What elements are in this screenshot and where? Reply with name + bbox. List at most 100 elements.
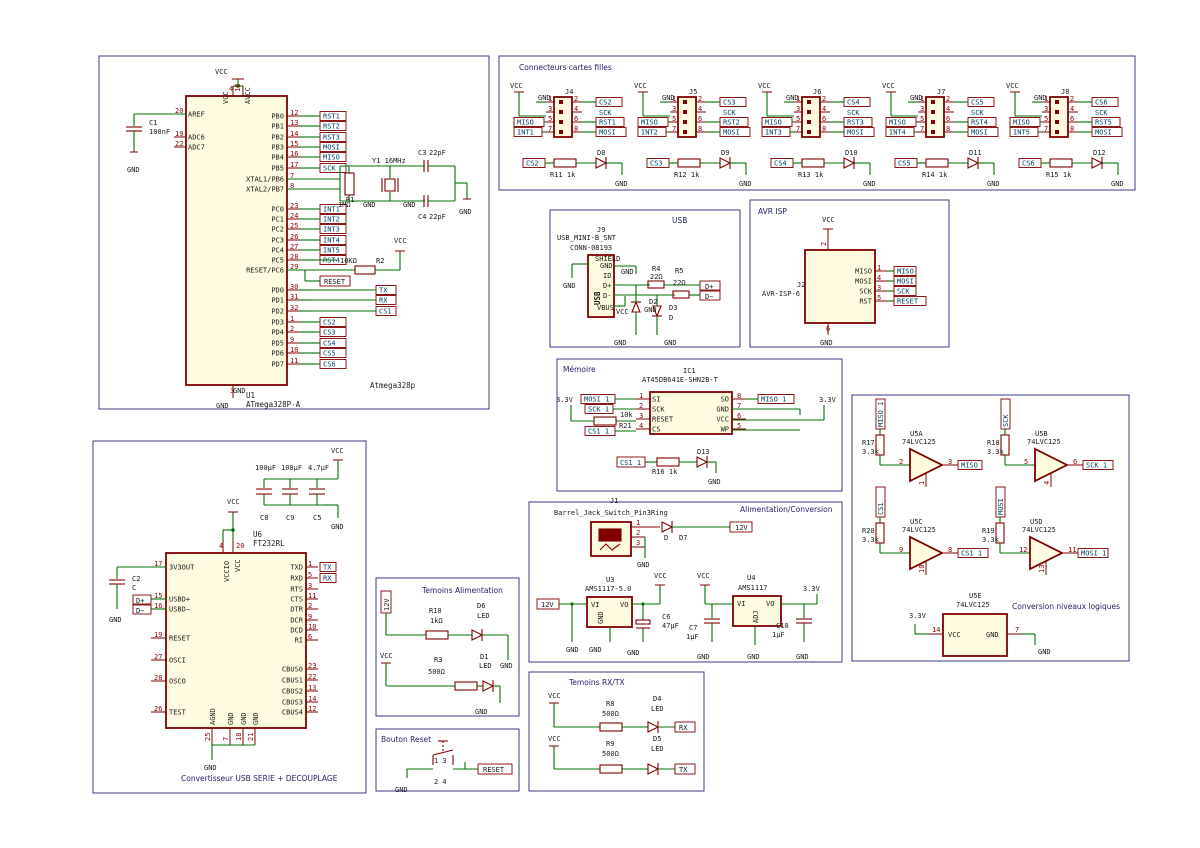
svg-text:6: 6 [946, 115, 950, 123]
svg-text:GND: GND [204, 764, 217, 772]
svg-text:10: 10 [918, 565, 926, 573]
svg-text:5: 5 [920, 115, 924, 123]
mcu-pin-name: PB4 [271, 154, 284, 162]
connector-ref: J5 [689, 88, 697, 96]
usb-title: USB [672, 216, 687, 225]
svg-text:7: 7 [290, 172, 294, 180]
net-rst: RST4 [971, 119, 988, 127]
svg-text:28: 28 [154, 674, 162, 682]
svg-text:GND: GND [637, 561, 650, 569]
svg-text:R3: R3 [434, 656, 442, 664]
svg-text:U5B: U5B [1035, 430, 1048, 438]
ftdi-pin-name: DCD [290, 627, 303, 635]
svg-text:R18: R18 [987, 439, 1000, 447]
net-int2: INT2 [323, 216, 340, 224]
svg-text:3: 3 [877, 284, 881, 292]
svg-text:GND: GND [863, 180, 876, 188]
net-cs3: CS3 [323, 329, 336, 337]
svg-text:D7: D7 [679, 534, 687, 542]
net-mosi: MOSI [1095, 129, 1112, 137]
svg-text:9: 9 [899, 546, 903, 554]
svg-text:J9: J9 [597, 226, 605, 234]
svg-text:7: 7 [737, 402, 741, 410]
svg-text:3: 3 [639, 412, 643, 420]
ftdi-pin-name: CBUS2 [282, 688, 303, 696]
net-sck_1: SCK_1 [1086, 462, 1107, 470]
svg-text:14: 14 [290, 130, 298, 138]
svg-text:R21: R21 [619, 422, 632, 430]
svg-text:VI: VI [591, 601, 599, 609]
svg-text:GND: GND [615, 180, 628, 188]
mcu-pin-name: ADC6 [188, 134, 205, 142]
net-cs4: CS4 [323, 340, 336, 348]
usb-frame [549, 209, 741, 348]
svg-text:18: 18 [234, 84, 242, 92]
svg-text:VCC: VCC [234, 559, 242, 572]
reset-button-sw[interactable]: GND 1 3 2 4 RESET [395, 740, 513, 794]
net-cs: CS3 [723, 99, 736, 107]
svg-text:GND: GND [987, 180, 1000, 188]
net-cs: CS6 [1095, 99, 1108, 107]
isp-frame [749, 199, 950, 348]
svg-text:29: 29 [290, 263, 298, 271]
svg-text:1: 1 [1044, 95, 1048, 103]
svg-text:GND: GND [614, 339, 627, 347]
connector-ref: J6 [813, 88, 821, 96]
svg-text:8: 8 [822, 125, 826, 133]
svg-text:17: 17 [154, 560, 162, 568]
connectors-title: Connecteurs cartes filles [519, 63, 612, 72]
svg-text:GND: GND [986, 631, 999, 639]
svg-text:10KΩ: 10KΩ [340, 257, 357, 265]
svg-text:VCC: VCC [616, 308, 629, 316]
net-rx: RX [323, 575, 332, 583]
svg-text:7: 7 [1015, 626, 1019, 634]
mcu-pin-name: PC1 [271, 216, 284, 224]
svg-text:74LVC125: 74LVC125 [902, 526, 936, 534]
level-frame [851, 394, 1130, 662]
svg-text:5: 5 [308, 571, 312, 579]
svg-text:12: 12 [308, 705, 316, 713]
net-cs: CS2 [599, 99, 612, 107]
svg-text:8: 8 [737, 392, 741, 400]
svg-text:GND: GND [589, 646, 602, 654]
mcu-pin-name: PD2 [271, 308, 284, 316]
svg-text:C5: C5 [313, 514, 321, 522]
svg-text:3: 3 [948, 458, 952, 466]
svg-text:8: 8 [946, 125, 950, 133]
svg-text:22pF: 22pF [429, 149, 446, 157]
mcu-pin-name: PB2 [271, 134, 284, 142]
svg-text:CS1: CS1 [877, 502, 885, 515]
mcu-pin-name: XTAL2/PB7 [246, 186, 284, 194]
mcu-pin-name: PD3 [271, 319, 284, 327]
svg-text:16: 16 [154, 602, 162, 610]
svg-text:D10: D10 [845, 149, 858, 157]
svg-text:2 4: 2 4 [434, 778, 447, 786]
r1-resistor [344, 172, 355, 196]
svg-text:D12: D12 [1093, 149, 1106, 157]
svg-text:SCK: SCK [723, 109, 736, 117]
svg-text:30: 30 [290, 283, 298, 291]
svg-text:GND: GND [747, 653, 760, 661]
svg-text:IC1: IC1 [683, 367, 696, 375]
svg-text:500Ω: 500Ω [428, 668, 445, 676]
ftdi-pin-name: CBUS4 [282, 709, 303, 717]
svg-text:3.3V: 3.3V [819, 396, 837, 404]
svg-text:AVR-ISP-6: AVR-ISP-6 [762, 290, 800, 298]
net-cs: CS4 [774, 160, 787, 168]
net-rst3: RST3 [323, 134, 340, 142]
power-title: Alimentation/Conversion [740, 505, 833, 514]
leds-power-frame [375, 577, 520, 717]
svg-text:D6: D6 [477, 602, 485, 610]
mcu-pin-name: PC4 [271, 247, 284, 255]
svg-text:D13: D13 [697, 448, 710, 456]
svg-text:20: 20 [236, 542, 244, 550]
svg-text:LED: LED [479, 662, 492, 670]
isp-title: AVR ISP [758, 207, 787, 216]
svg-text:D+: D+ [705, 283, 713, 291]
